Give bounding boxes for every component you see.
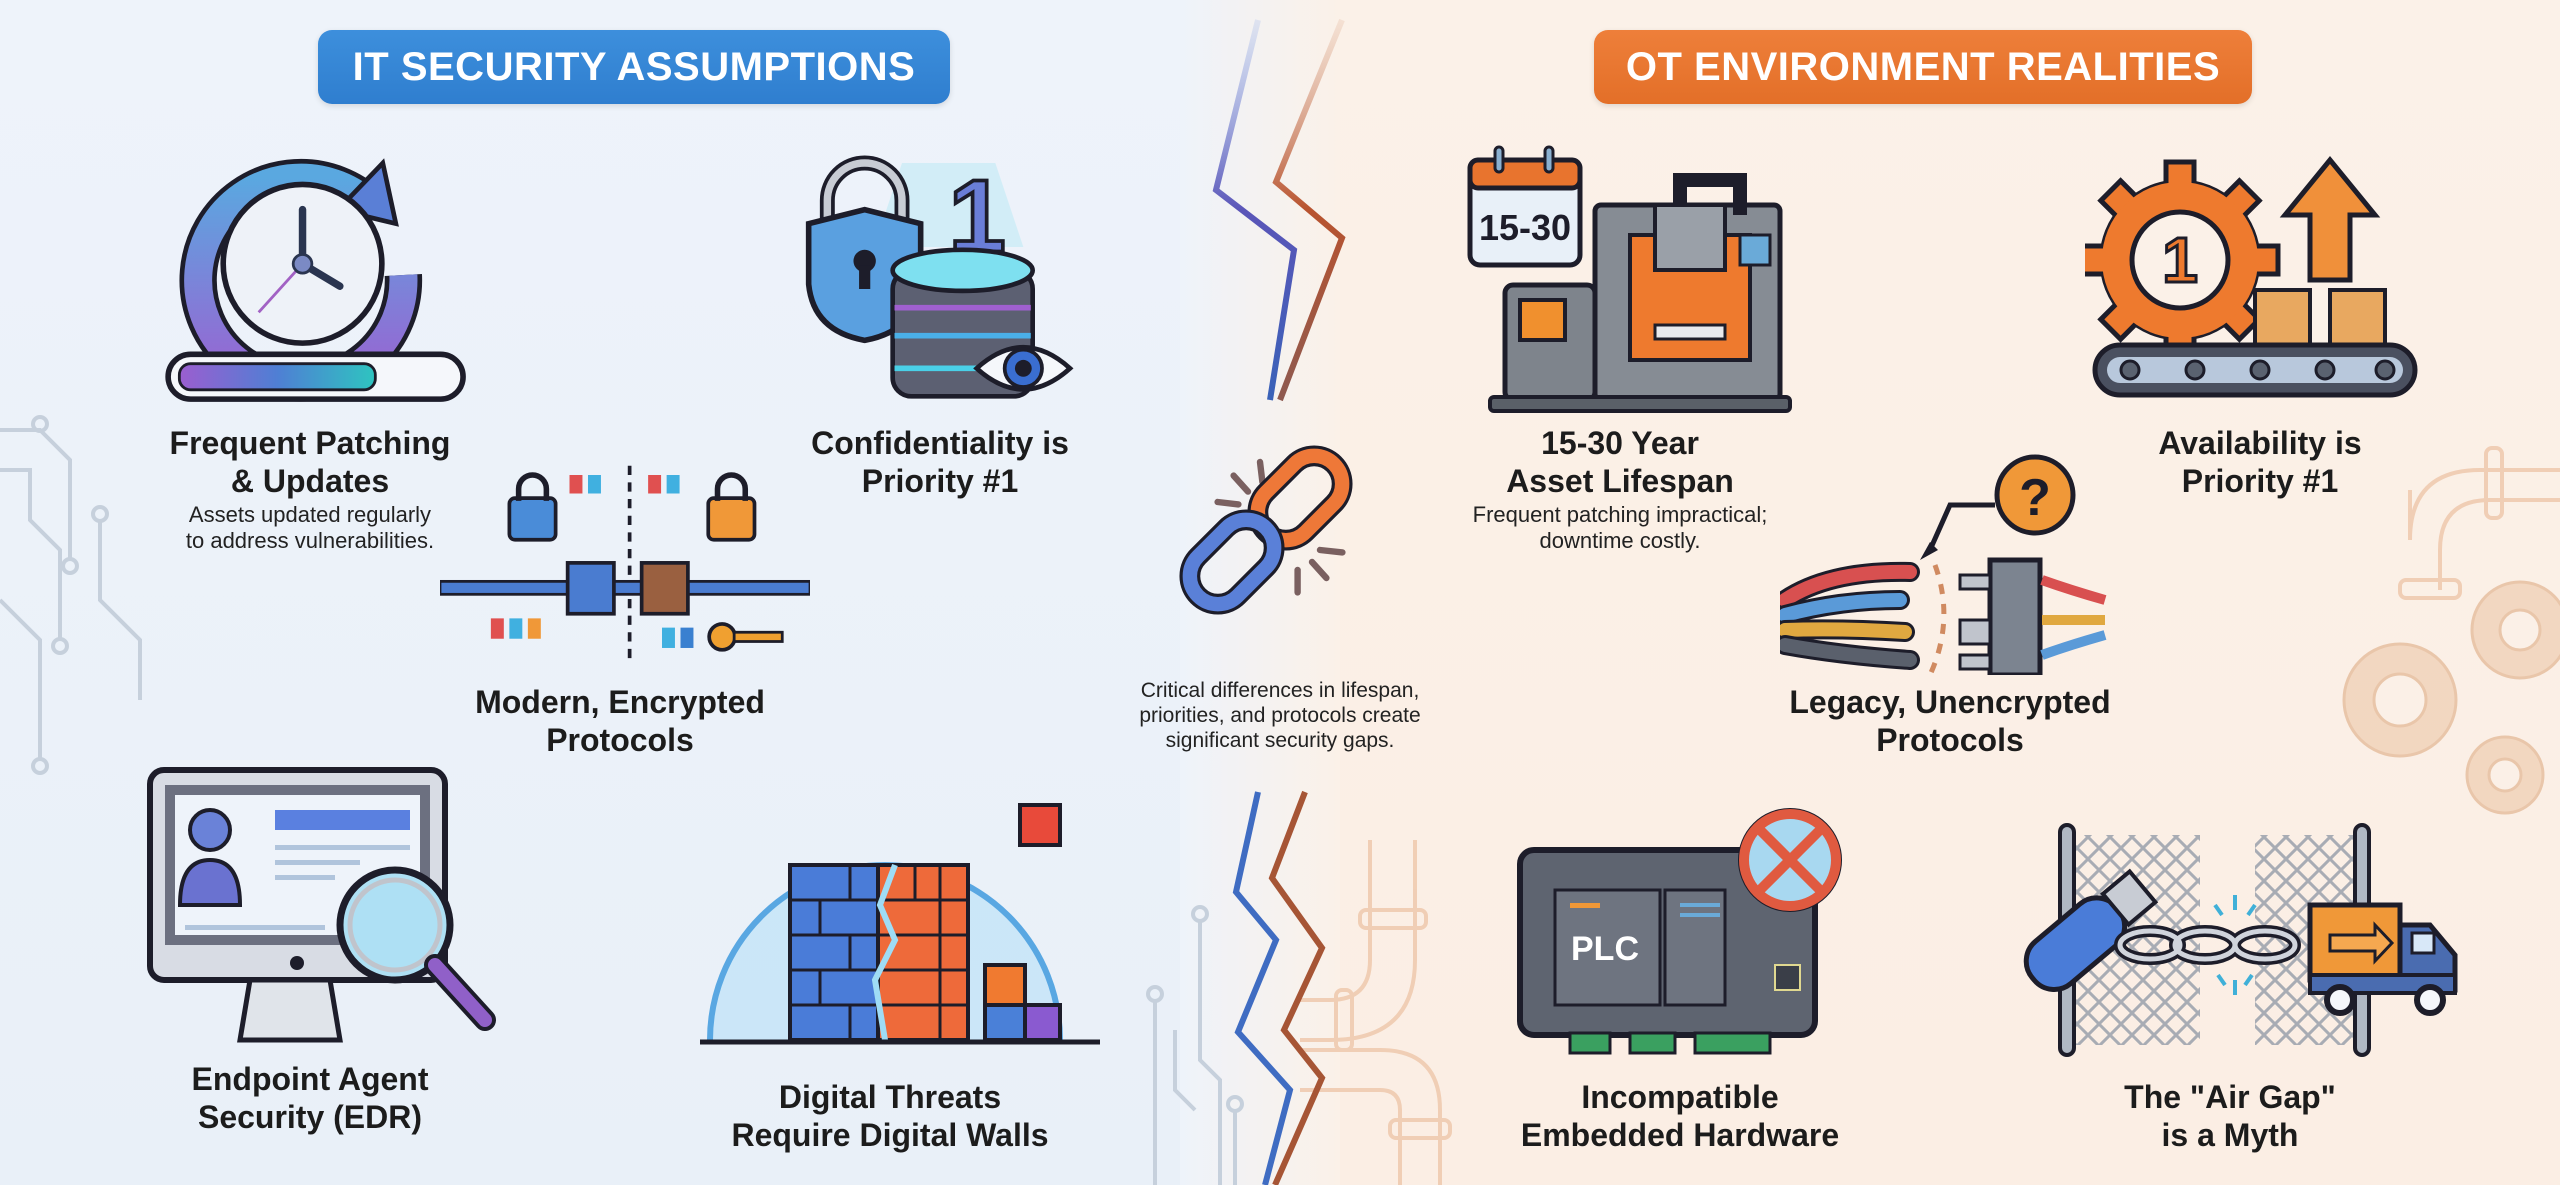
usb-chain-truck-fence-icon: [2023, 823, 2458, 1057]
title-line: is a Myth: [2161, 1117, 2299, 1153]
calendar-label: 15-30: [1479, 207, 1571, 248]
desc-line: Assets updated regularly: [188, 502, 432, 527]
title-line: Availability is: [2158, 425, 2362, 461]
calendar-cnc-machine-icon: 15-30: [1467, 145, 1792, 413]
title-line: Priority #1: [2181, 463, 2339, 499]
desc-line: Frequent patching impractical;: [1472, 502, 1768, 527]
gear-conveyor-arrow-icon: 1: [2085, 156, 2418, 398]
desc-line: significant security gaps.: [1165, 729, 1395, 752]
it-item-firewall-title: Digital Threats Require Digital Walls: [690, 1078, 1090, 1154]
desc-line: Critical differences in lifespan,: [1140, 679, 1420, 702]
desc-line: to address vulnerabilities.: [185, 528, 435, 553]
title-line: Confidentiality is: [811, 425, 1069, 461]
question-glyph: ?: [2019, 469, 2051, 527]
plc-blocked-icon: PLC: [1517, 808, 1842, 1055]
frayed-wires-connector-icon: ?: [1780, 454, 2107, 675]
title-line: Security (EDR): [197, 1099, 423, 1135]
title-line: Protocols: [1876, 722, 2024, 758]
desc-line: downtime costly.: [1539, 528, 1701, 553]
title-line: Frequent Patching: [169, 425, 451, 461]
desc-line: priorities, and protocols create: [1139, 704, 1421, 727]
title-line: Asset Lifespan: [1506, 463, 1734, 499]
title-line: Digital Threats: [778, 1079, 1002, 1115]
title-line: The "Air Gap": [2124, 1079, 2336, 1115]
title-line: Legacy, Unencrypted: [1789, 684, 2111, 720]
broken-chain-icon: [1179, 445, 1353, 615]
ot-item-legacy-protocols-title: Legacy, Unencrypted Protocols: [1760, 683, 2140, 759]
title-line: Incompatible: [1581, 1079, 1779, 1115]
title-line: & Updates: [230, 463, 390, 499]
title-line: Priority #1: [861, 463, 1019, 499]
title-line: Require Digital Walls: [731, 1117, 1049, 1153]
it-security-banner: IT SECURITY ASSUMPTIONS: [318, 30, 950, 104]
ot-item-lifespan-title: 15-30 Year Asset Lifespan: [1440, 424, 1800, 500]
title-line: Endpoint Agent: [191, 1061, 429, 1097]
it-item-patching-desc: Assets updated regularly to address vuln…: [130, 502, 490, 554]
ot-item-air-gap-title: The "Air Gap" is a Myth: [2050, 1078, 2410, 1154]
it-item-protocols-title: Modern, Encrypted Protocols: [440, 683, 800, 759]
ot-item-availability-title: Availability is Priority #1: [2080, 424, 2440, 500]
title-line: 15-30 Year: [1541, 425, 1699, 461]
firewall-bubble-icon: [700, 803, 1100, 1045]
priority-one-glyph: 1: [2162, 224, 2198, 296]
ot-item-lifespan-desc: Frequent patching impractical; downtime …: [1420, 502, 1820, 554]
title-line: Protocols: [546, 722, 694, 758]
title-line: Embedded Hardware: [1520, 1117, 1840, 1153]
center-summary-text: Critical differences in lifespan, priori…: [1090, 678, 1470, 753]
plc-label: PLC: [1571, 930, 1639, 968]
it-item-patching-title: Frequent Patching & Updates: [130, 424, 490, 500]
it-item-confidentiality-title: Confidentiality is Priority #1: [770, 424, 1110, 500]
monitor-magnifier-icon: [147, 767, 496, 1043]
ot-environment-banner: OT ENVIRONMENT REALITIES: [1594, 30, 2252, 104]
it-item-edr-title: Endpoint Agent Security (EDR): [130, 1060, 490, 1136]
encrypted-connector-icon: [440, 465, 810, 660]
lock-shield-database-eye-icon: 1: [805, 155, 1074, 399]
ot-item-embedded-hardware-title: Incompatible Embedded Hardware: [1500, 1078, 1860, 1154]
title-line: Modern, Encrypted: [475, 684, 765, 720]
clock-refresh-progress-icon: [165, 158, 466, 402]
